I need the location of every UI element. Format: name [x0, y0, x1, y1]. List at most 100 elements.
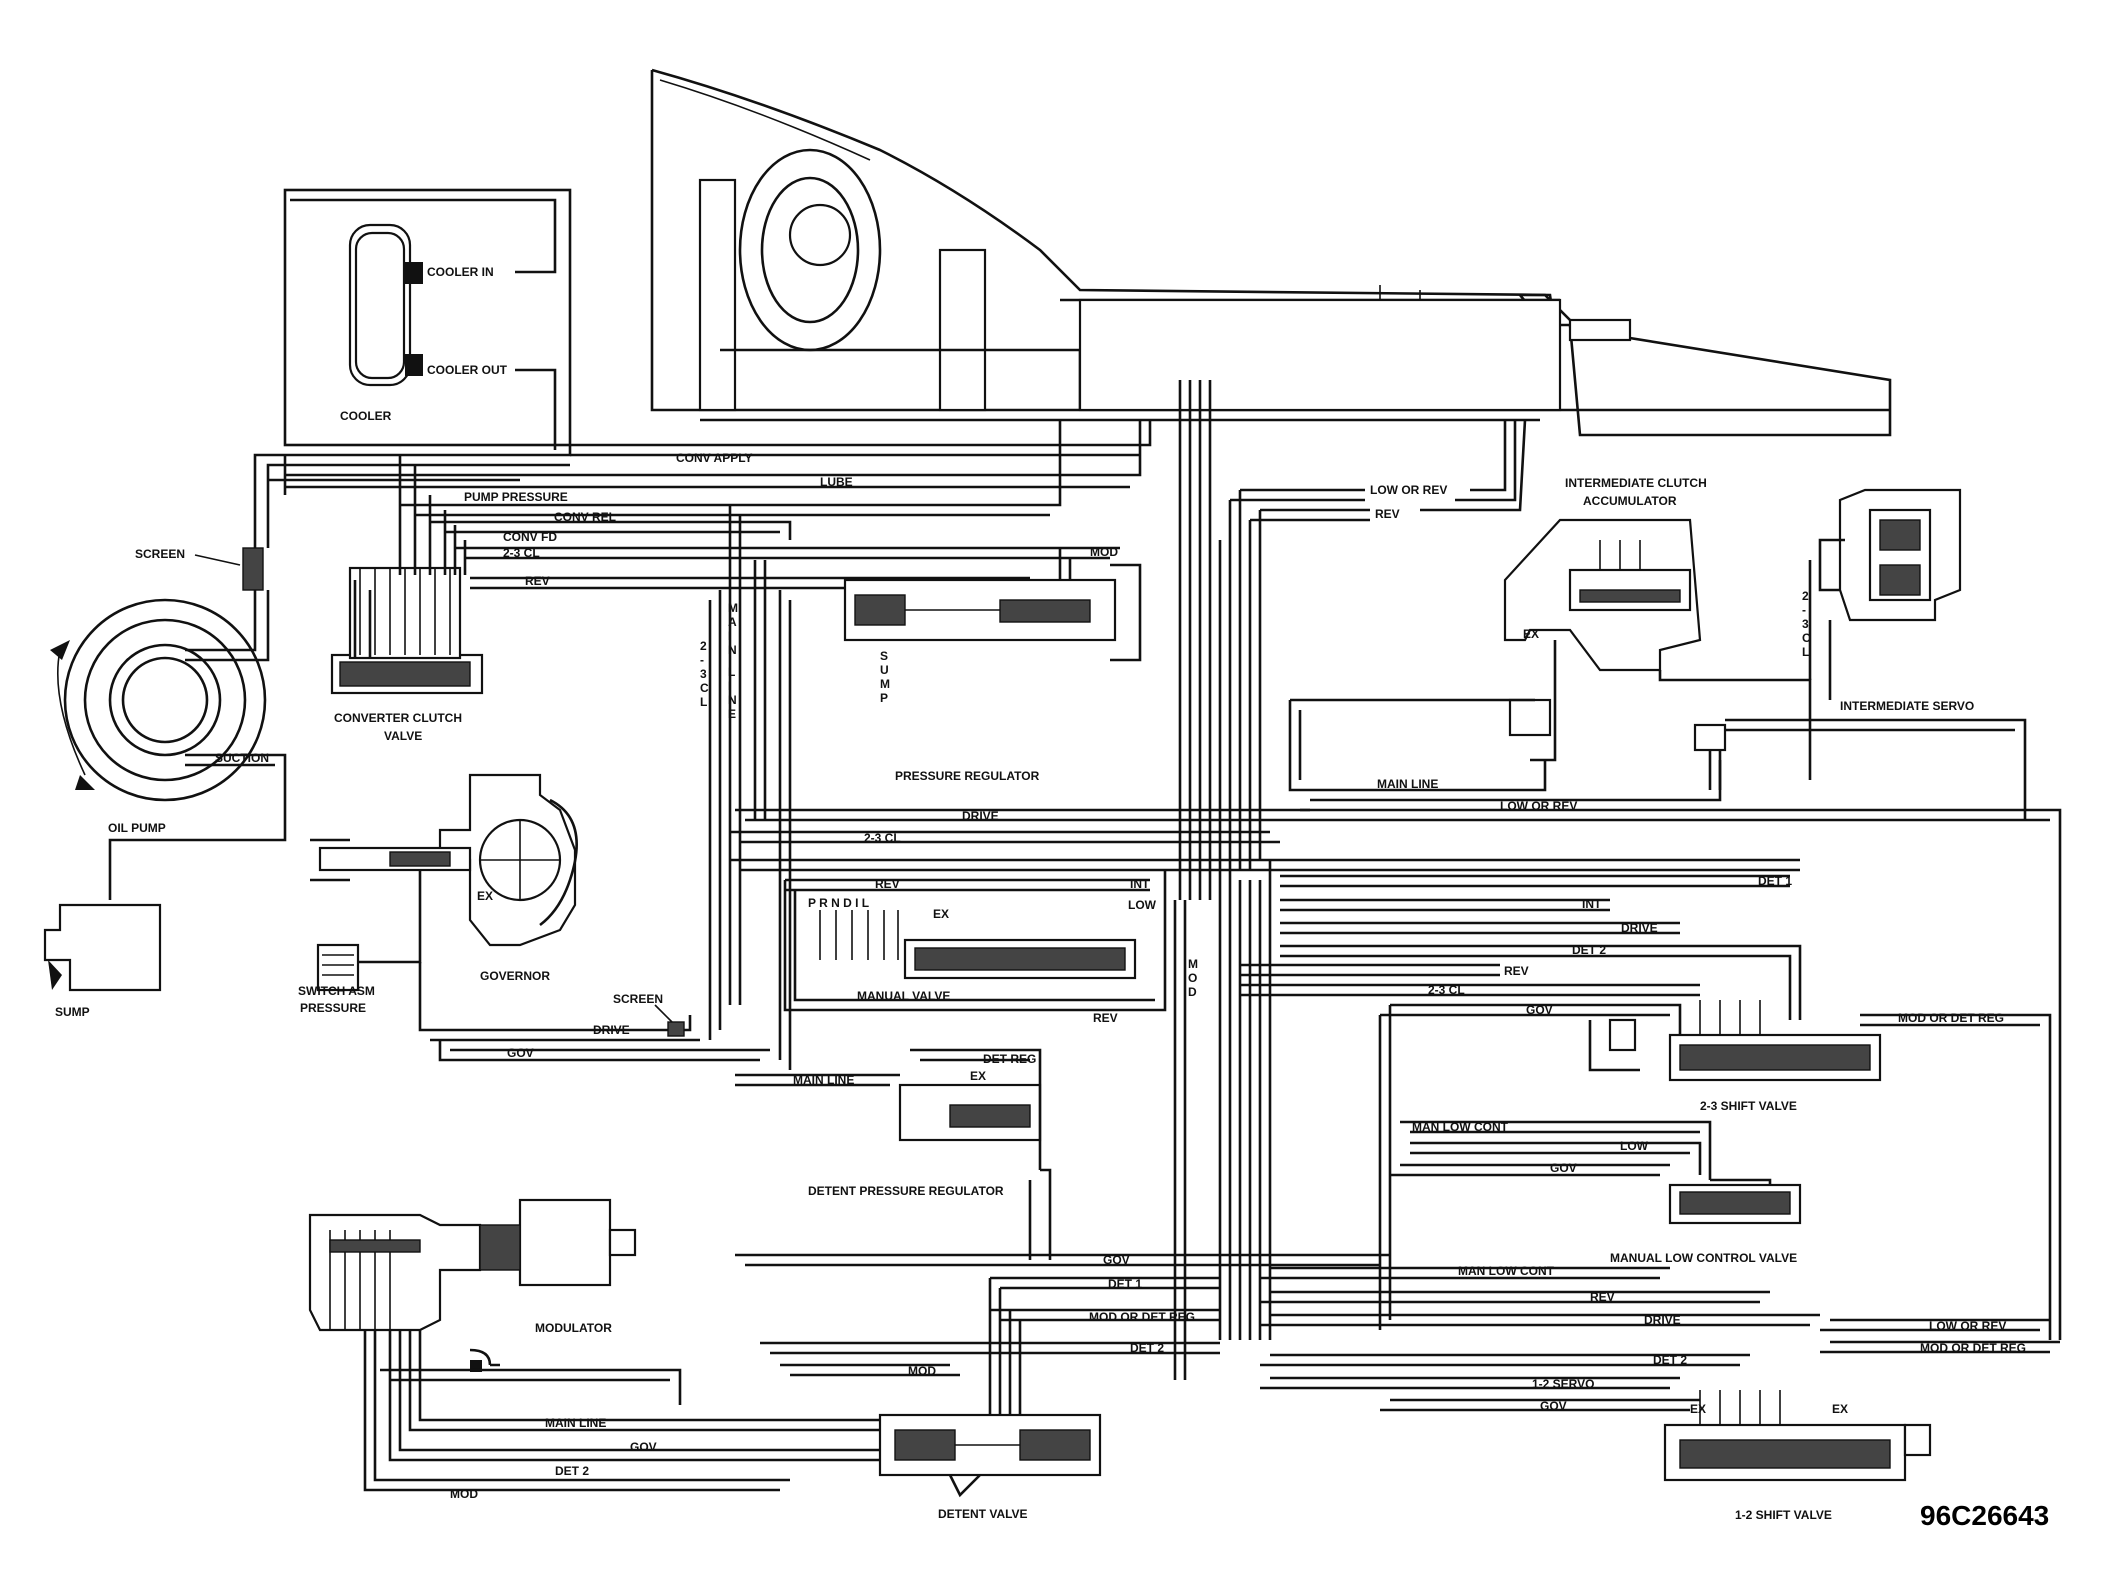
det-reg-label: DET REG: [983, 1052, 1036, 1066]
cl23-top-label: 2-3 CL: [503, 546, 540, 560]
switch-label-2: PRESSURE: [300, 1001, 366, 1015]
gov-bottom-label: GOV: [630, 1440, 657, 1454]
drive-right-label: DRIVE: [1621, 921, 1658, 935]
cl23-right-label: 2-3 CL: [1428, 983, 1465, 997]
shift-valve-12-label: 1-2 SHIFT VALVE: [1735, 1508, 1832, 1522]
manual-low-control-valve: MAN LOW CONT LOW GOV MANUAL LOW CONTROL …: [1390, 1120, 1802, 1265]
rev-lower-label: REV: [1590, 1290, 1615, 1304]
screen-label-top: SCREEN: [135, 547, 185, 561]
figure-id: 96C26643: [1920, 1500, 2049, 1531]
rev-manual-bottom-label: REV: [1093, 1011, 1118, 1025]
detent-valve-label: DETENT VALVE: [938, 1507, 1028, 1521]
lube-label: LUBE: [820, 475, 853, 489]
transmission-case: [650, 68, 1892, 437]
ex-gov-label: EX: [477, 889, 493, 903]
manual-positions-label: P R N D I L: [808, 896, 869, 910]
sump-label: SUMP: [55, 1005, 90, 1019]
shift-valve-23: 2-3 SHIFT VALVE: [1588, 1000, 1882, 1113]
ccv-line2: VALVE: [384, 729, 422, 743]
ex-acc-label: EX: [1523, 627, 1539, 641]
mod-bottom-label: MOD: [450, 1487, 478, 1501]
main-line-detent-label: MAIN LINE: [793, 1073, 854, 1087]
man-low-cont-lower-label: MAN LOW CONT: [1458, 1264, 1555, 1278]
main-line-bottom-label: MAIN LINE: [545, 1416, 606, 1430]
oil-pump-label: OIL PUMP: [108, 821, 166, 835]
gov-mlc-label: GOV: [1550, 1161, 1577, 1175]
manual-valve-label: MANUAL VALVE: [857, 989, 950, 1003]
det2-lower-label: DET 2: [1130, 1341, 1164, 1355]
drive-gov-lines: DRIVE SCREEN GOV: [418, 962, 770, 1062]
low-or-rev-right-label: LOW OR REV: [1500, 799, 1577, 813]
cooler-in-label: COOLER IN: [427, 265, 494, 279]
conv-rel-label: CONV REL: [554, 510, 616, 524]
detent-pressure-regulator-label: DETENT PRESSURE REGULATOR: [808, 1184, 1004, 1198]
ex-12b-label: EX: [1832, 1402, 1848, 1416]
shift-valve-12: EX EX 1-2 SHIFT VALVE: [1663, 1390, 1932, 1522]
mod-or-det-reg-lower2-label: MOD OR DET REG: [1920, 1341, 2026, 1355]
icl-acc-line1: INTERMEDIATE CLUTCH: [1565, 476, 1707, 490]
det1-lower-label: DET 1: [1108, 1277, 1142, 1291]
drive-mid-label: DRIVE: [962, 809, 999, 823]
conv-apply-label: CONV APPLY: [676, 451, 752, 465]
governor-label: GOVERNOR: [480, 969, 550, 983]
detent-pressure-regulator: MAIN LINE DET REG EX DETENT PRESSURE REG…: [735, 1048, 1052, 1260]
rev-upper-label: REV: [1375, 507, 1400, 521]
suction-label: SUCTION: [215, 751, 269, 765]
manual-low-control-valve-label: MANUAL LOW CONTROL VALVE: [1610, 1251, 1797, 1265]
cooler-label: COOLER: [340, 409, 392, 423]
det2-lower2-label: DET 2: [1653, 1353, 1687, 1367]
switch-label-1: SWITCH ASM: [298, 984, 375, 998]
intermediate-servo-label: INTERMEDIATE SERVO: [1840, 699, 1974, 713]
low-or-rev-top-label: LOW OR REV: [1370, 483, 1447, 497]
converter-clutch-valve-label: CONVERTER CLUTCH: [334, 711, 462, 725]
cooler-out-label: COOLER OUT: [427, 363, 508, 377]
det1-right-label: DET 1: [1758, 874, 1792, 888]
servo-12-label: 1-2 SERVO: [1532, 1377, 1594, 1391]
converter-clutch-valve: CONVERTER CLUTCH VALVE: [330, 566, 484, 743]
low-manual-label: LOW: [1128, 898, 1157, 912]
rev-manual-label: REV: [875, 877, 900, 891]
pump-pressure-label: PUMP PRESSURE: [464, 490, 568, 504]
drive-gov-label: DRIVE: [593, 1023, 630, 1037]
lower-bundle: GOV MAN LOW CONT DET 1 REV MOD OR DET RE…: [735, 1253, 2060, 1413]
low-mlc-label: LOW: [1620, 1139, 1649, 1153]
mod-or-det-reg-lower-label: MOD OR DET REG: [1089, 1310, 1195, 1324]
mod-top-label: MOD: [1090, 545, 1118, 559]
ex-12a-label: EX: [1690, 1402, 1706, 1416]
right-mainline: MAIN LINE LOW OR REV: [1288, 698, 1722, 813]
intermediate-clutch-accumulator: INTERMEDIATE CLUTCH ACCUMULATOR EX: [1503, 476, 1812, 780]
top-line-bundle: CONV APPLY LUBE PUMP PRESSURE CONV REL C…: [285, 419, 1527, 1005]
pressure-regulator-label: PRESSURE REGULATOR: [895, 769, 1040, 783]
gov-lower-label: GOV: [1103, 1253, 1130, 1267]
icl-acc-line2: ACCUMULATOR: [1583, 494, 1677, 508]
det2-right-label: DET 2: [1572, 943, 1606, 957]
gov-right-label: GOV: [1526, 1003, 1553, 1017]
gov-12-label: GOV: [1540, 1399, 1567, 1413]
main-line-right-label: MAIN LINE: [1377, 777, 1438, 791]
cooler: COOLER COOLER IN COOLER OUT: [283, 188, 572, 450]
man-low-cont-upper-label: MAN LOW CONT: [1412, 1120, 1509, 1134]
int-right-label: INT: [1582, 897, 1602, 911]
shift-valve-23-label: 2-3 SHIFT VALVE: [1700, 1099, 1797, 1113]
ccv-line1: CONVERTER CLUTCH: [334, 711, 462, 725]
modulator-label: MODULATOR: [535, 1321, 612, 1335]
bottom-labels: MAIN LINE GOV DET 2 MOD: [450, 1416, 657, 1501]
cl23-mid-label: 2-3 CL: [864, 831, 901, 845]
pump-section: SCREEN OIL PUMP SUCTION SUMP: [43, 493, 287, 1019]
ex-detreg-label: EX: [970, 1069, 986, 1083]
gov-left-label: GOV: [507, 1046, 534, 1060]
rev-top-label: REV: [525, 574, 550, 588]
detent-valve: DETENT VALVE: [878, 1278, 1102, 1521]
middle-bundle: DRIVE 2-3 CL: [730, 380, 2062, 1340]
governor: EX GOVERNOR SWITCH ASM PRESSURE: [298, 773, 578, 1015]
